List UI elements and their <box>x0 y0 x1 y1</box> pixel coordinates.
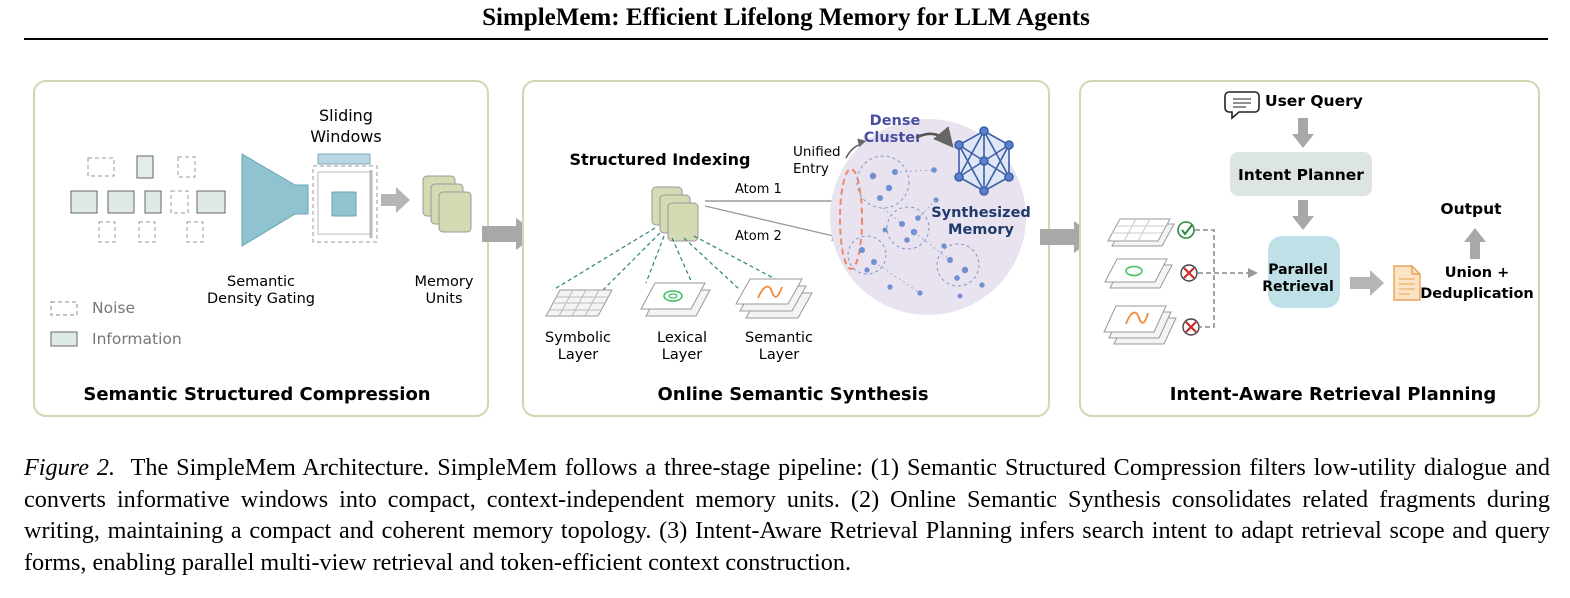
gating-label-l1: Semantic <box>227 274 295 290</box>
legend-information-swatch <box>50 331 78 347</box>
noise-token <box>98 221 116 243</box>
noise-token <box>170 190 189 214</box>
query-to-planner-arrow <box>1292 118 1314 148</box>
legend-noise-label: Noise <box>92 299 135 317</box>
intent-planner-box <box>1230 152 1372 196</box>
output-label: Output <box>1440 200 1502 218</box>
parallel-retrieval-label-l1: Parallel <box>1268 262 1328 278</box>
panel1-frame <box>33 80 489 417</box>
retrieval-connectors <box>1195 229 1250 328</box>
panel2-title: Online Semantic Synthesis <box>657 384 928 405</box>
unified-entry-label-l2: Entry <box>793 161 829 177</box>
lexical-layer-label-l1: Lexical <box>657 330 707 346</box>
symbolic-layer-label-l1: Symbolic <box>545 330 611 346</box>
arrow-to-memory-units <box>381 187 410 213</box>
sliding-windows-label-l1: Sliding <box>319 106 373 125</box>
cross-icon-mark <box>1183 267 1195 279</box>
user-query-label: User Query <box>1265 92 1363 110</box>
lexical-view-icon <box>1104 258 1173 289</box>
paper-header: SimpleMem: Efficient Lifelong Memory for… <box>24 0 1548 40</box>
planner-to-retrieval-arrow <box>1292 200 1314 230</box>
figure-caption: Figure 2. The SimpleMem Architecture. Si… <box>24 452 1550 578</box>
sliding-windows-label-l2: Windows <box>310 127 381 146</box>
parallel-retrieval-node <box>1268 236 1340 308</box>
info-token <box>70 190 98 214</box>
paper-title: SimpleMem: Efficient Lifelong Memory for… <box>482 4 1090 31</box>
semantic-layer-label-l2: Layer <box>759 347 799 363</box>
lexical-layer-graphic <box>640 282 711 317</box>
symbolic-layer-label-l2: Layer <box>558 347 598 363</box>
noise-token <box>177 156 196 178</box>
noise-token <box>186 221 204 243</box>
density-gating-funnel <box>241 153 309 247</box>
caption-label: Figure 2. <box>24 454 116 481</box>
union-label-l1: Union + <box>1445 265 1510 281</box>
memory-units-label-l1: Memory <box>415 274 474 290</box>
noise-token <box>138 221 156 243</box>
atom2-label: Atom 2 <box>735 229 782 244</box>
dialogue-tokens <box>70 155 226 243</box>
semantic-view-icon <box>1103 305 1177 345</box>
legend-noise-swatch <box>50 301 78 316</box>
dense-cluster-label-l1: Dense <box>870 113 921 129</box>
gating-label-l2: Density Gating <box>207 291 315 307</box>
semantic-layer-graphic <box>735 278 813 319</box>
structured-indexing-label: Structured Indexing <box>569 150 750 169</box>
memory-units-label-l2: Units <box>425 291 462 307</box>
unified-entry-highlight <box>839 168 863 270</box>
info-token <box>196 190 226 214</box>
dense-cluster-label-l2: Cluster <box>864 130 923 146</box>
panel-intent-aware-retrieval-planning: User Query Intent Planner Parallel Retri… <box>1079 80 1540 417</box>
info-token <box>144 190 162 214</box>
sliding-window-graphic <box>312 153 378 243</box>
panel3-title: Intent-Aware Retrieval Planning <box>1170 384 1497 405</box>
unified-entry-label-l1: Unified <box>793 144 841 160</box>
document-icon <box>1393 265 1421 301</box>
info-token <box>136 155 154 179</box>
symbolic-view-icon <box>1107 218 1175 247</box>
panel1-title: Semantic Structured Compression <box>83 384 430 405</box>
memory-clusters <box>847 155 985 299</box>
panel-semantic-structured-compression: Sliding Windows Semantic Density Gating … <box>33 80 489 417</box>
retrieval-to-output-arrow <box>1350 270 1384 296</box>
legend-information-label: Information <box>92 330 182 348</box>
indexing-stack <box>651 186 699 242</box>
synthesized-memory-network-icon <box>954 126 1014 196</box>
info-token <box>107 190 135 214</box>
to-output-arrow <box>1464 228 1486 259</box>
lexical-layer-label-l2: Layer <box>662 347 702 363</box>
caption-text: The SimpleMem Architecture. SimpleMem fo… <box>24 454 1551 576</box>
check-icon-mark <box>1181 224 1193 236</box>
layer-connector-lines <box>552 227 797 291</box>
atom2-arrow <box>704 205 844 242</box>
chat-bubble-icon <box>1224 91 1260 120</box>
intent-planner-label: Intent Planner <box>1238 166 1364 184</box>
parallel-retrieval-label-l2: Retrieval <box>1262 279 1334 295</box>
connector-arrowhead <box>1248 268 1258 278</box>
memory-units-stack <box>422 175 472 233</box>
dense-cluster-arrow <box>915 126 954 148</box>
cross-icon-mark <box>1185 321 1197 333</box>
atom1-label: Atom 1 <box>735 182 782 197</box>
panel-online-semantic-synthesis: Structured Indexing <box>522 80 1050 417</box>
synthesized-memory-label-l2: Memory <box>948 222 1014 238</box>
architecture-figure: Sliding Windows Semantic Density Gating … <box>33 80 1540 417</box>
symbolic-layer-graphic <box>545 289 613 317</box>
dedup-label-l2: Deduplication <box>1420 286 1533 302</box>
check-icon <box>1177 221 1195 239</box>
noise-token <box>87 157 115 177</box>
semantic-layer-label-l1: Semantic <box>745 330 813 346</box>
synthesized-memory-label-l1: Synthesized <box>931 205 1031 221</box>
